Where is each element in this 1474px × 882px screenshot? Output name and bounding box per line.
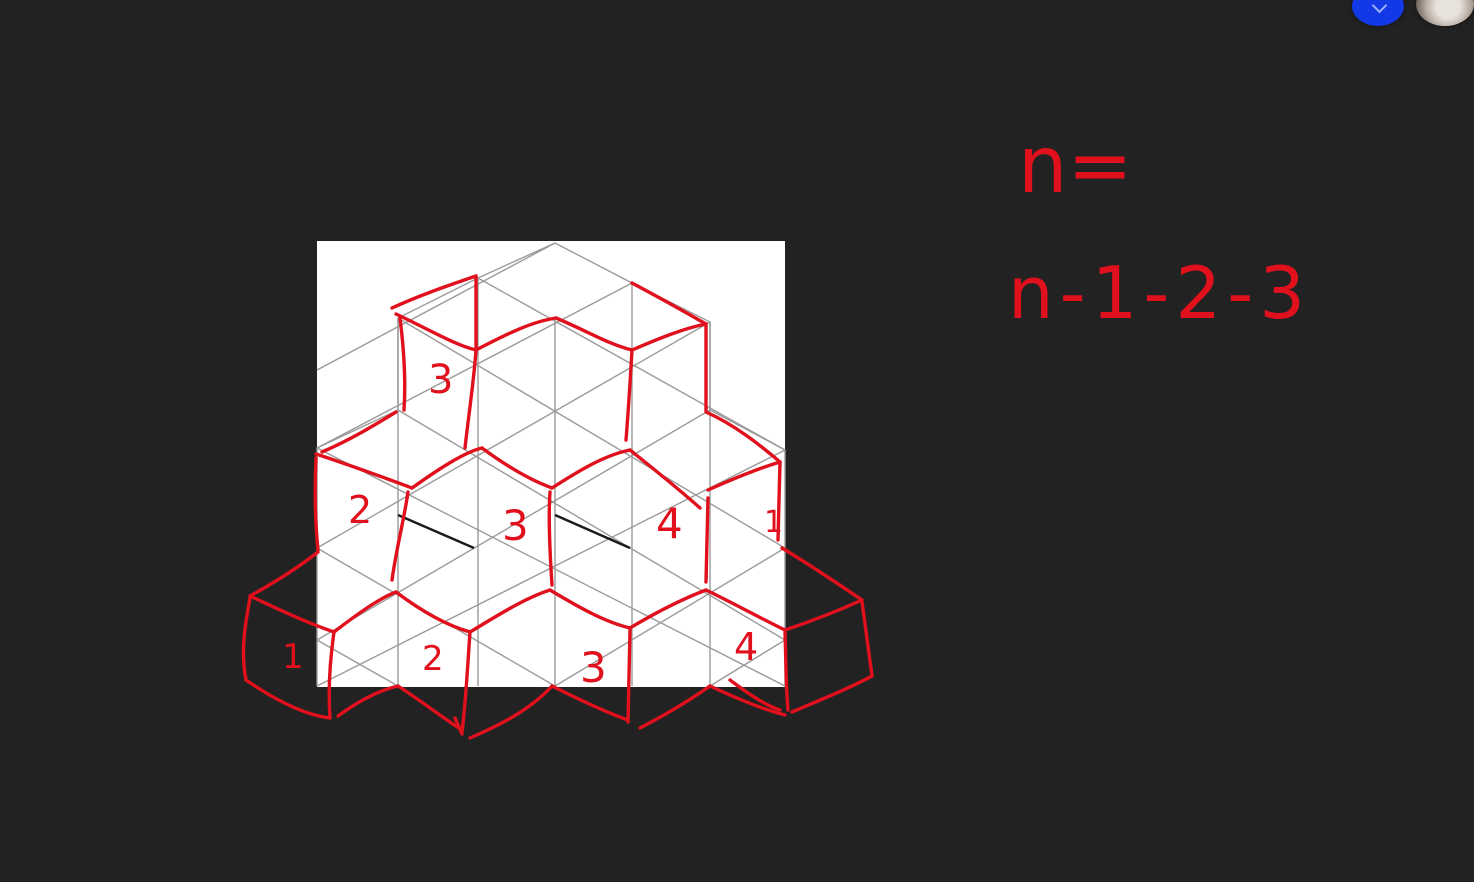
formula: n= n-1-2-3 <box>1008 121 1311 335</box>
formula-line-2: n-1-2-3 <box>1008 251 1311 335</box>
grid-image-background <box>317 241 785 687</box>
label-middle-center: 3 <box>502 501 529 550</box>
red-ink-strokes <box>241 274 874 740</box>
label-middle-right: 4 <box>656 499 683 548</box>
pen-icon <box>1371 0 1388 14</box>
label-bottom-2: 2 <box>422 639 444 679</box>
label-bottom-4: 4 <box>734 625 758 669</box>
label-middle-edge: 1 <box>764 505 783 540</box>
label-top: 3 <box>428 357 453 403</box>
label-middle-left: 2 <box>348 488 372 532</box>
formula-line-1: n= <box>1018 121 1133 211</box>
label-bottom-3: 3 <box>580 643 607 692</box>
cube-labels: 3 2 3 4 1 1 2 3 4 <box>282 357 783 692</box>
triangle-grid-image <box>316 241 786 687</box>
label-bottom-1: 1 <box>282 637 304 677</box>
